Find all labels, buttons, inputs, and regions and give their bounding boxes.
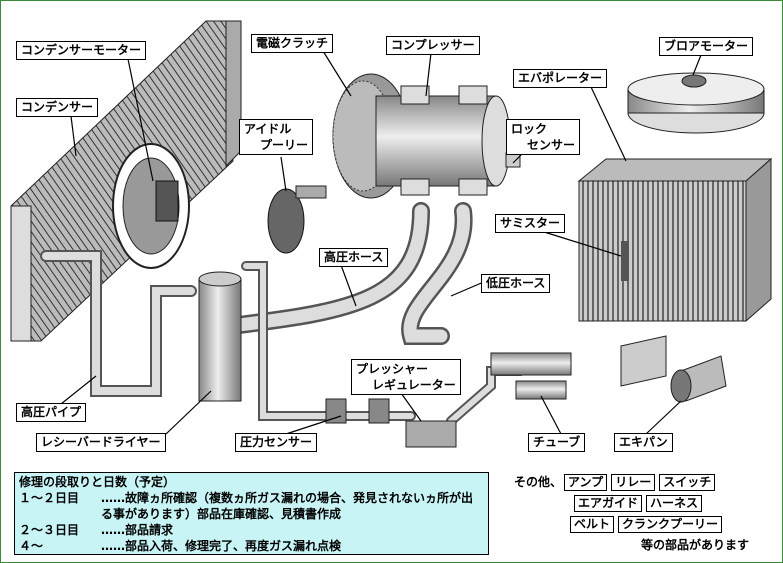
label-pressure-regulator-line1: プレッシャー	[356, 362, 429, 376]
label-expansion-valve: エキパン	[614, 433, 673, 452]
blower-motor-part	[627, 72, 765, 134]
label-compressor: コンプレッサー	[386, 36, 480, 55]
label-thermistor: サミスター	[495, 214, 566, 233]
label-high-pressure-pipe: 高圧パイプ	[16, 403, 87, 422]
label-idle-pulley-line2: プーリー	[260, 138, 309, 152]
part-switch: スイッチ	[659, 474, 716, 491]
label-idle-pulley-line1: アイドル	[244, 122, 292, 136]
label-pressure-regulator: プレッシャー レギュレーター	[351, 359, 461, 395]
label-receiver-dryer: レシーバードライヤー	[36, 433, 166, 452]
label-idle-pulley: アイドル プーリー	[239, 119, 314, 155]
idle-pulley-part	[267, 185, 327, 254]
schedule-day: ２～３日目	[19, 523, 80, 537]
schedule-text: ……部品請求	[101, 523, 174, 537]
evaporator-part	[577, 157, 773, 323]
part-air-guide: エアガイド	[574, 495, 643, 512]
label-tube: チューブ	[528, 433, 586, 452]
part-amp: アンプ	[564, 474, 608, 491]
schedule-row: ４～ ……部品入荷、修理完了、再度ガス漏れ点検	[19, 538, 484, 554]
tube-and-expansion-valve-part	[490, 335, 727, 403]
label-evaporator: エバポレーター	[513, 69, 608, 88]
label-pressure-sensor: 圧力センサー	[235, 433, 318, 452]
label-lock-sensor: ロック センサー	[506, 119, 581, 155]
label-magnetic-clutch: 電磁クラッチ	[251, 34, 334, 53]
others-prefix: その他、	[514, 475, 563, 489]
part-harness: ハーネス	[646, 495, 703, 512]
schedule-title: 修理の段取りと日数（予定）	[19, 475, 176, 489]
label-pressure-regulator-line2: レギュレーター	[372, 378, 456, 392]
label-lock-sensor-line1: ロック	[511, 122, 548, 136]
schedule-day: １～２日目	[19, 491, 80, 505]
others-suffix: 等の部品があります	[641, 538, 750, 552]
label-blower-motor: ブロアモーター	[659, 37, 754, 56]
schedule-row: ２～３日目 ……部品請求	[19, 522, 484, 538]
label-condenser-motor: コンデンサーモーター	[16, 41, 147, 60]
label-lock-sensor-line2: センサー	[527, 138, 576, 152]
part-relay: リレー	[611, 474, 656, 491]
schedule-day: ４～	[19, 539, 44, 553]
label-condenser: コンデンサー	[16, 98, 99, 117]
compressor-part	[332, 73, 521, 199]
part-crank-pulley: クランクプーリー	[618, 516, 723, 533]
label-high-pressure-hose: 高圧ホース	[319, 248, 389, 267]
schedule-row: １～２日目 ……故障ヵ所確認（複数ヵ所ガス漏れの場合、発見されないヵ所が出る事があ…	[19, 490, 484, 522]
repair-schedule-box: 修理の段取りと日数（予定） １～２日目 ……故障ヵ所確認（複数ヵ所ガス漏れの場合、…	[14, 472, 489, 555]
label-low-pressure-hose: 低圧ホース	[481, 274, 551, 293]
leader-lines	[60, 50, 702, 435]
condenser-fan-part	[112, 143, 190, 269]
schedule-text: ……部品入荷、修理完了、再度ガス漏れ点検	[101, 539, 342, 553]
part-belt: ベルト	[570, 516, 615, 533]
other-parts: その他、アンプリレースイッチ エアガイドハーネス ベルトクランクプーリー 等の部…	[506, 473, 776, 553]
pressure-sensor-part	[325, 398, 457, 448]
schedule-text: ……故障ヵ所確認（複数ヵ所ガス漏れの場合、発見されないヵ所が出る事があります）部…	[101, 491, 474, 521]
receiver-dryer-part	[198, 271, 242, 402]
